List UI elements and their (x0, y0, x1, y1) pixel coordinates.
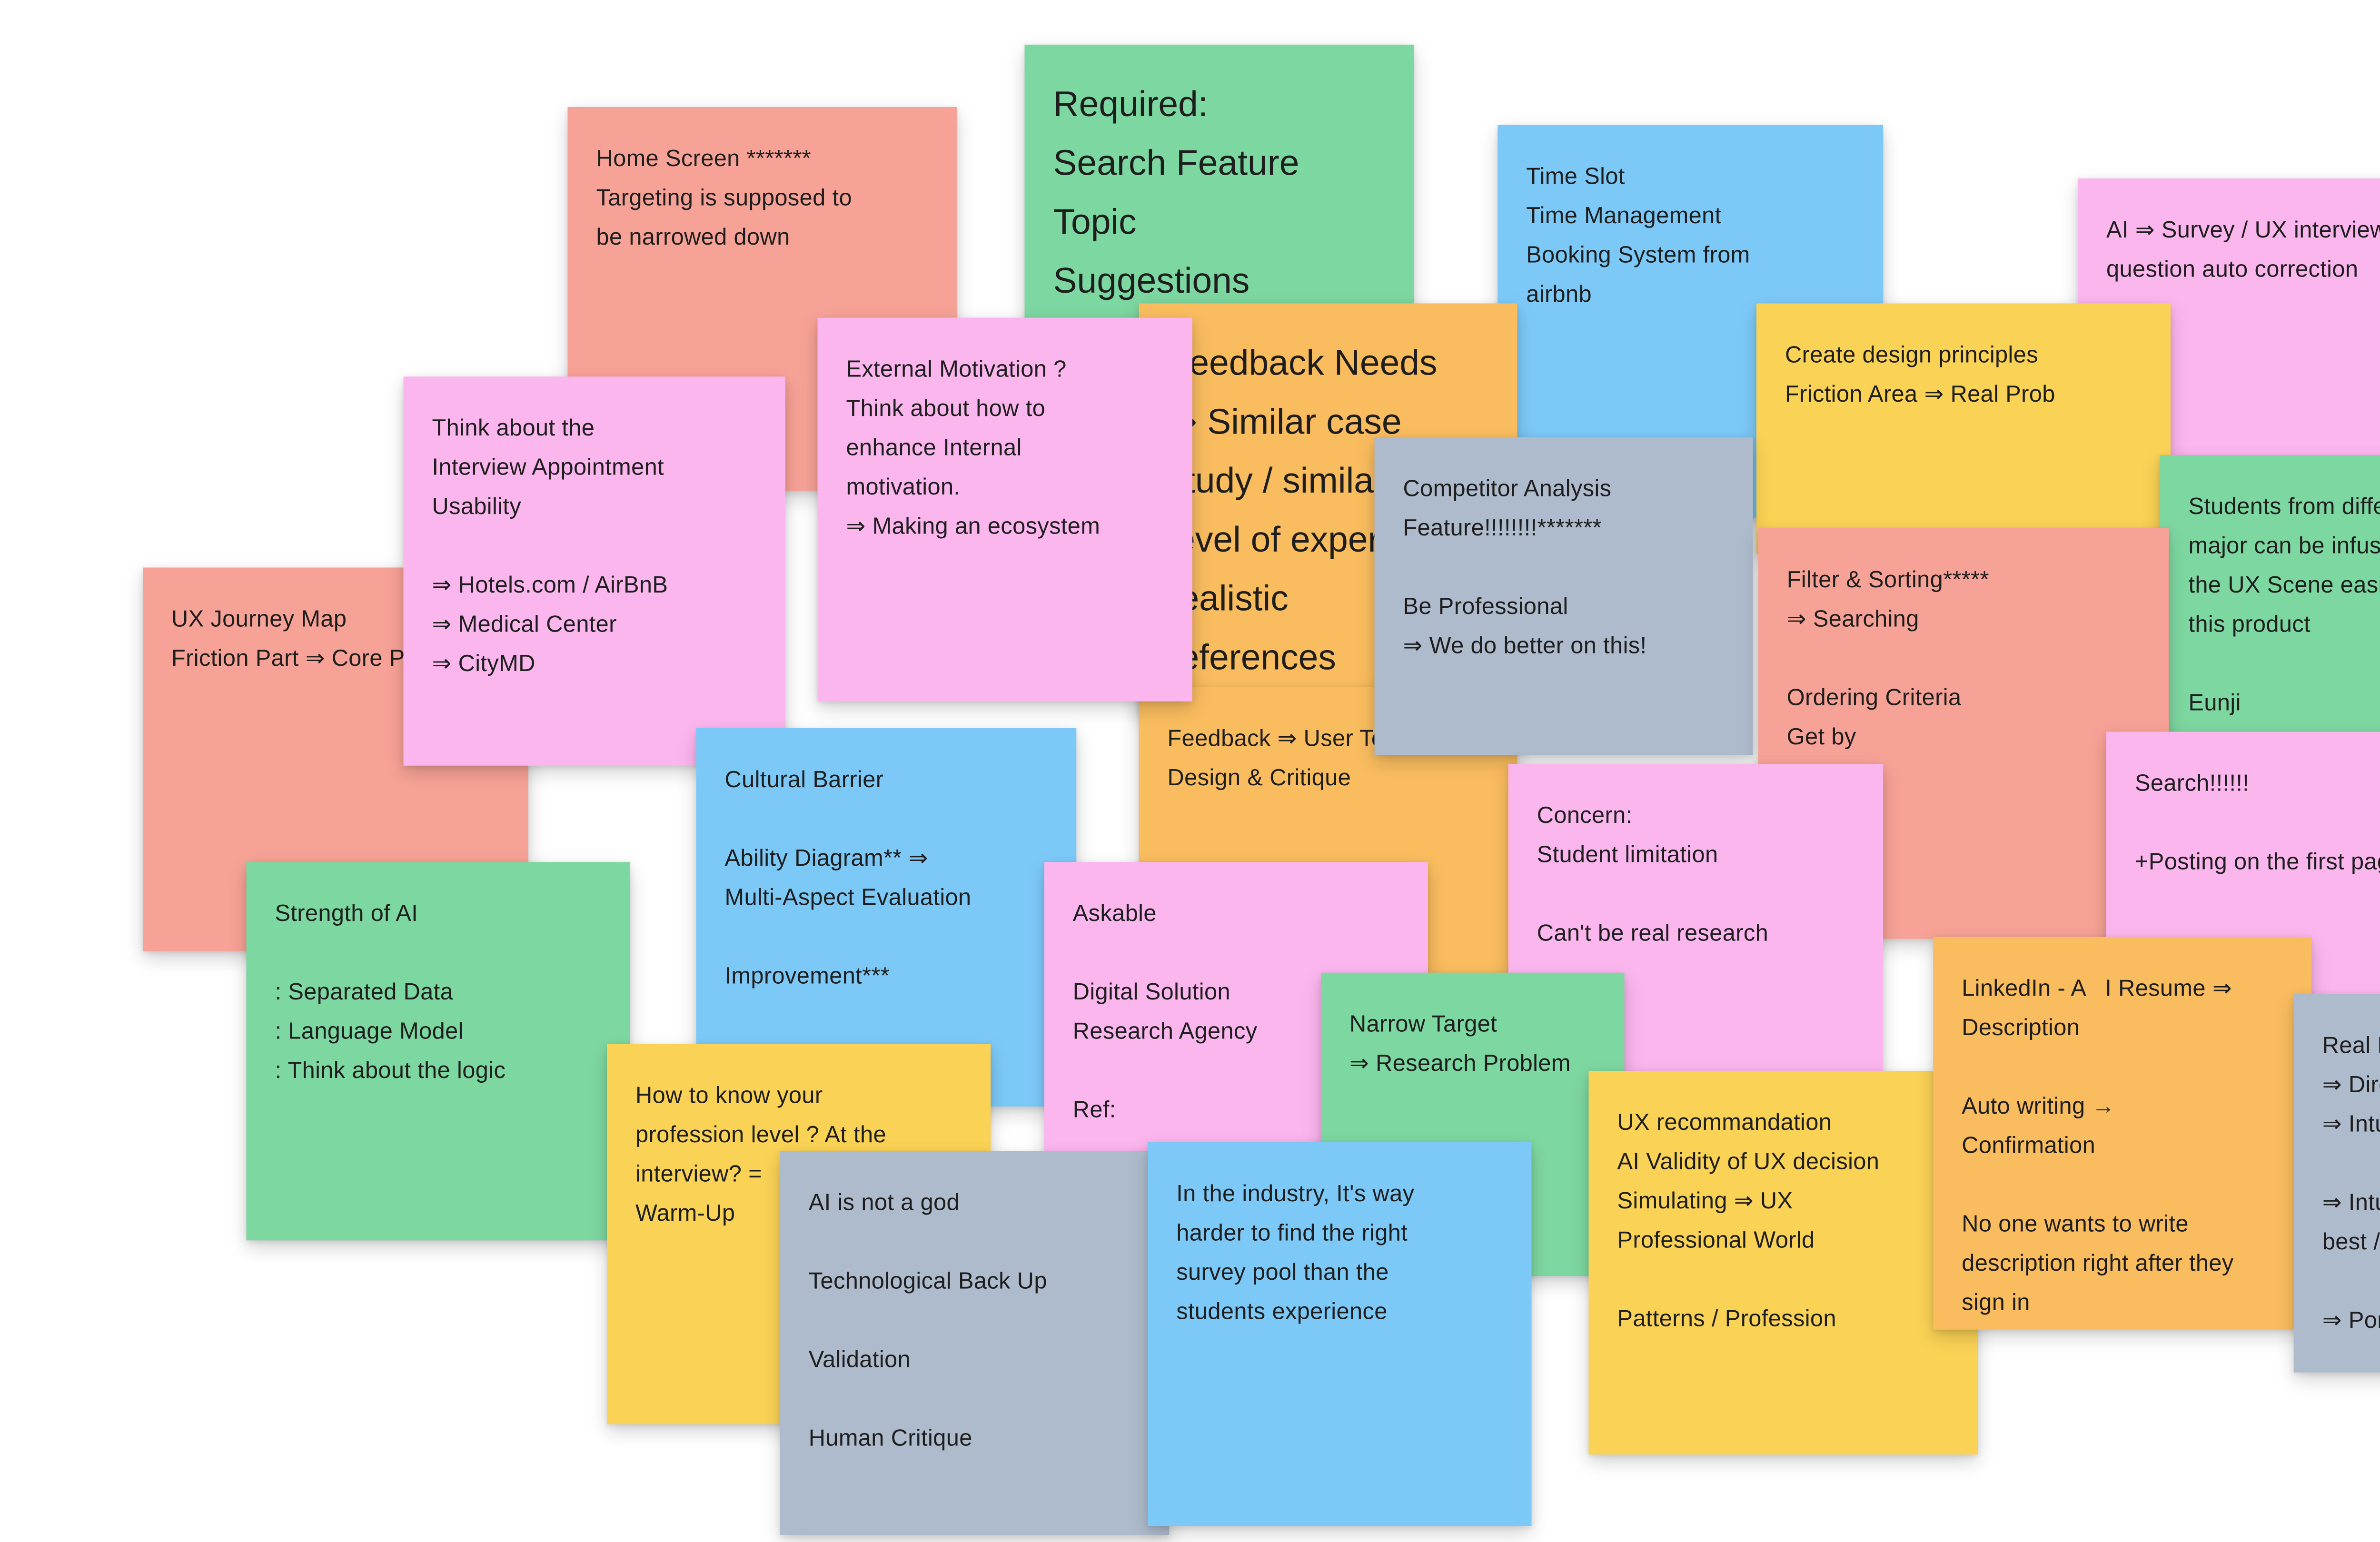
sticky-note-ux-recommandation[interactable]: UX recommandation AI Validity of UX deci… (1588, 1071, 1978, 1455)
sticky-note-text: Time Slot Time Management Booking System… (1526, 162, 1750, 307)
sticky-note-text: Create design principles Friction Area ⇒… (1785, 341, 2055, 407)
sticky-note-text: Filter & Sorting***** ⇒ Searching Orderi… (1786, 565, 1989, 750)
sticky-note-create-design-principles[interactable]: Create design principles Friction Area ⇒… (1756, 303, 2171, 554)
sticky-note-text: Search!!!!!! +Posting on the first page (2135, 769, 2380, 875)
sticky-note-text: LinkedIn - A I Resume ⇒ Description Auto… (1962, 974, 2234, 1315)
sticky-note-real-feedback[interactable]: Real Feedback ⇒ Direct Interaction ⇒ Int… (2293, 994, 2380, 1373)
sticky-note-linkedin-ai-resume[interactable]: LinkedIn - A I Resume ⇒ Description Auto… (1933, 937, 2312, 1330)
sticky-note-text: Real Feedback ⇒ Direct Interaction ⇒ Int… (2322, 1031, 2380, 1334)
sticky-note-text: Strength of AI : Separated Data : Langua… (275, 900, 506, 1084)
sticky-note-feedback-needs[interactable]: Feedback Needs ⇒ Similar case study / si… (1139, 303, 1517, 714)
sticky-note-external-motivation[interactable]: External Motivation ? Think about how to… (817, 317, 1192, 702)
sticky-note-interview-appointment-usability[interactable]: Think about the Interview Appointment Us… (403, 376, 785, 766)
sticky-note-competitor-analysis[interactable]: Competitor Analysis Feature!!!!!!!!*****… (1374, 437, 1753, 755)
sticky-note-text: Required: Search Feature Topic Suggestio… (1053, 86, 1299, 302)
sticky-note-text: Competitor Analysis Feature!!!!!!!!*****… (1403, 474, 1647, 659)
sticky-note-cultural-barrier[interactable]: Cultural Barrier Ability Diagram** ⇒ Mul… (696, 728, 1077, 1107)
sticky-note-text: External Motivation ? Think about how to… (846, 355, 1101, 539)
sticky-note-industry-survey-pool[interactable]: In the industry, It's way harder to find… (1148, 1142, 1532, 1526)
sticky-note-text: UX recommandation AI Validity of UX deci… (1617, 1108, 1880, 1332)
sticky-note-text: AI ⇒ Survey / UX interview question auto… (2106, 216, 2380, 282)
sticky-note-text: How to know your profession level ? At t… (635, 1081, 886, 1226)
sticky-note-text: Home Screen ******* Targeting is suppose… (596, 144, 852, 250)
sticky-note-text: Students from different major can be inf… (2188, 493, 2380, 716)
sticky-note-text: Concern: Student limitation Can't be rea… (1537, 801, 1769, 946)
sticky-note-text: AI is not a god Technological Back Up Va… (808, 1188, 1047, 1451)
sticky-note-text: Narrow Target ⇒ Research Problem (1349, 1010, 1571, 1077)
sticky-note-text: Cultural Barrier Ability Diagram** ⇒ Mul… (724, 765, 972, 989)
sticky-note-text: Askable Digital Solution Research Agency… (1072, 900, 1258, 1123)
sticky-note-text: In the industry, It's way harder to find… (1176, 1179, 1415, 1325)
sticky-note-text: Think about the Interview Appointment Us… (432, 414, 668, 677)
sticky-note-strength-of-ai[interactable]: Strength of AI : Separated Data : Langua… (246, 862, 630, 1241)
sticky-note-ai-is-not-a-god[interactable]: AI is not a god Technological Back Up Va… (780, 1151, 1170, 1535)
